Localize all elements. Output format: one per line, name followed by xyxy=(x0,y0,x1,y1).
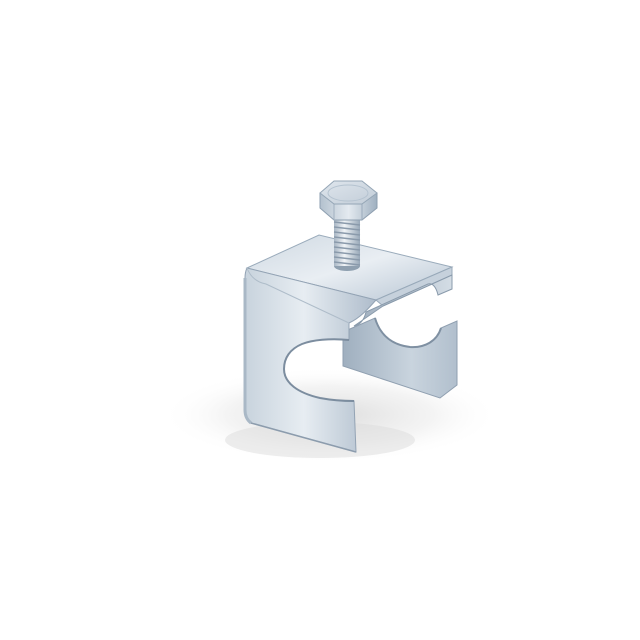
front-plate xyxy=(243,267,377,453)
back-leg xyxy=(342,317,458,399)
bolt xyxy=(319,180,378,271)
